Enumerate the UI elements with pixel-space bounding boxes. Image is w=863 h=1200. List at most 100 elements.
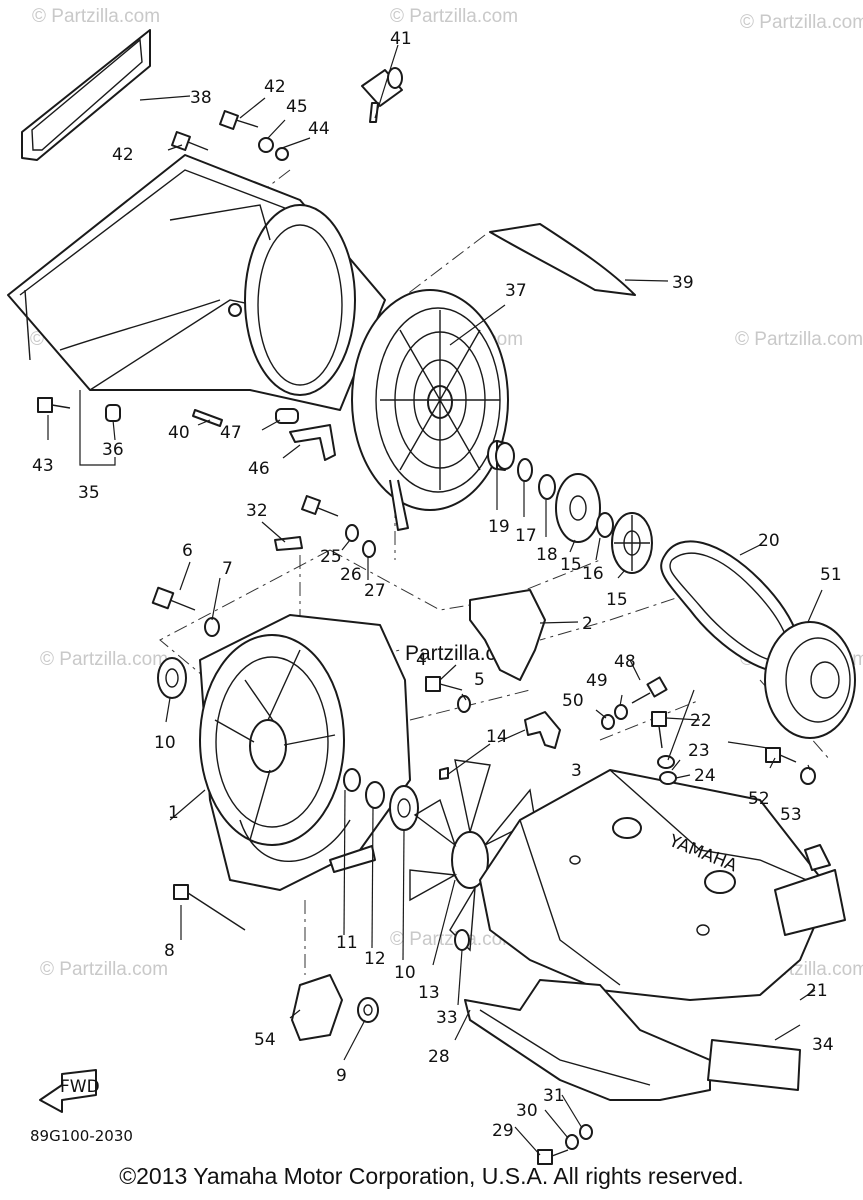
callout-8: 8 bbox=[164, 941, 175, 961]
callout-21: 21 bbox=[806, 981, 828, 1001]
collar-45 bbox=[258, 137, 274, 153]
fwd-label: FWD bbox=[60, 1077, 100, 1097]
key-14 bbox=[439, 767, 449, 780]
nut-9 bbox=[357, 997, 379, 1023]
callout-25: 25 bbox=[320, 547, 342, 567]
bolt-22 bbox=[651, 711, 667, 749]
callout-7: 7 bbox=[222, 559, 233, 579]
callout-39: 39 bbox=[672, 273, 694, 293]
collar-49 bbox=[614, 704, 628, 720]
damper-47 bbox=[275, 408, 299, 424]
label-32 bbox=[274, 536, 303, 551]
collar-26 bbox=[345, 524, 359, 542]
grommet-36 bbox=[105, 404, 121, 422]
pulley-half-15-a bbox=[555, 473, 601, 543]
callout-48: 48 bbox=[614, 652, 636, 672]
callout-40: 40 bbox=[168, 423, 190, 443]
watermark: © Partzilla.com bbox=[390, 6, 518, 27]
pulley-51 bbox=[764, 621, 856, 739]
callout-45: 45 bbox=[286, 97, 308, 117]
callout-26: 26 bbox=[340, 565, 362, 585]
callout-44: 44 bbox=[308, 119, 330, 139]
washer-5 bbox=[457, 695, 471, 713]
pulley-half-15-b bbox=[611, 512, 653, 574]
callout-46: 46 bbox=[248, 459, 270, 479]
callouts: 1 2 3 4 5 6 7 8 9 10 11 12 10 13 14 15 1… bbox=[32, 29, 842, 1141]
copyright-notice: ©2013 Yamaha Motor Corporation, U.S.A. A… bbox=[119, 1163, 744, 1189]
diagram-code: 89G100-2030 bbox=[30, 1127, 133, 1145]
collar-30 bbox=[565, 1134, 579, 1150]
callout-47: 47 bbox=[220, 423, 242, 443]
callout-13: 13 bbox=[418, 983, 440, 1003]
key-33 bbox=[454, 929, 470, 951]
watermark: © Partzilla.com bbox=[40, 959, 168, 980]
callout-29: 29 bbox=[492, 1121, 514, 1141]
washer-44 bbox=[275, 147, 289, 161]
callout-1: 1 bbox=[168, 803, 179, 823]
callout-10-b: 10 bbox=[394, 963, 416, 983]
watermark: © Partzilla.com bbox=[740, 12, 863, 33]
callout-24: 24 bbox=[694, 766, 716, 786]
leader-lines bbox=[47, 44, 823, 1156]
callout-54: 54 bbox=[254, 1030, 276, 1050]
bearing-10-b bbox=[389, 785, 419, 831]
callout-5: 5 bbox=[474, 670, 485, 690]
washer-31 bbox=[579, 1124, 593, 1140]
bracket-28 bbox=[464, 979, 711, 1101]
washer-27 bbox=[362, 540, 376, 558]
callout-3: 3 bbox=[571, 761, 582, 781]
fan-cover-37 bbox=[351, 289, 509, 531]
callout-37: 37 bbox=[505, 281, 527, 301]
cover-plate-54 bbox=[291, 974, 343, 1041]
callout-53: 53 bbox=[780, 805, 802, 825]
callout-22: 22 bbox=[690, 711, 712, 731]
callout-6: 6 bbox=[182, 541, 193, 561]
callout-27: 27 bbox=[364, 581, 386, 601]
bolt-29 bbox=[537, 1149, 569, 1165]
intake-duct-35 bbox=[7, 154, 386, 411]
callout-16: 16 bbox=[582, 564, 604, 584]
spacer-19 bbox=[487, 440, 515, 471]
bolt-48 bbox=[631, 676, 668, 704]
washer-12 bbox=[365, 781, 385, 809]
callout-35: 35 bbox=[78, 483, 100, 503]
callout-38: 38 bbox=[190, 88, 212, 108]
callout-31: 31 bbox=[543, 1086, 565, 1106]
callout-41: 41 bbox=[390, 29, 412, 49]
bolt-6 bbox=[151, 586, 196, 611]
callout-10-a: 10 bbox=[154, 733, 176, 753]
impeller-13 bbox=[409, 759, 542, 952]
washer-7 bbox=[204, 617, 220, 637]
washer-17 bbox=[517, 458, 533, 482]
callout-23: 23 bbox=[688, 741, 710, 761]
callout-17: 17 bbox=[515, 526, 537, 546]
nut-23 bbox=[657, 755, 675, 769]
washer-18 bbox=[538, 474, 556, 500]
callout-14: 14 bbox=[486, 727, 508, 747]
fwd-arrow: FWD bbox=[39, 1069, 100, 1113]
callout-30: 30 bbox=[516, 1101, 538, 1121]
bracket-46 bbox=[289, 424, 336, 461]
washer-53 bbox=[800, 767, 816, 785]
callout-34: 34 bbox=[812, 1035, 834, 1055]
plate-40 bbox=[192, 409, 223, 427]
callout-49: 49 bbox=[586, 671, 608, 691]
callout-12: 12 bbox=[364, 949, 386, 969]
bolt-42-a bbox=[219, 110, 259, 130]
callout-33: 33 bbox=[436, 1008, 458, 1028]
cover-39 bbox=[489, 223, 636, 296]
callout-19: 19 bbox=[488, 517, 510, 537]
callout-15-a: 15 bbox=[560, 555, 582, 575]
plate-small bbox=[329, 845, 376, 873]
callout-50: 50 bbox=[562, 691, 584, 711]
callout-9: 9 bbox=[336, 1066, 347, 1086]
callout-36: 36 bbox=[102, 440, 124, 460]
callout-2: 2 bbox=[582, 614, 593, 634]
callout-4: 4 bbox=[416, 650, 427, 670]
circlip-11 bbox=[343, 768, 361, 792]
fan-housing-1 bbox=[199, 614, 411, 891]
bolt-8 bbox=[173, 884, 246, 931]
callout-15-b: 15 bbox=[606, 590, 628, 610]
cover-2 bbox=[469, 589, 546, 681]
watermark: © Partzilla.com bbox=[32, 6, 160, 27]
